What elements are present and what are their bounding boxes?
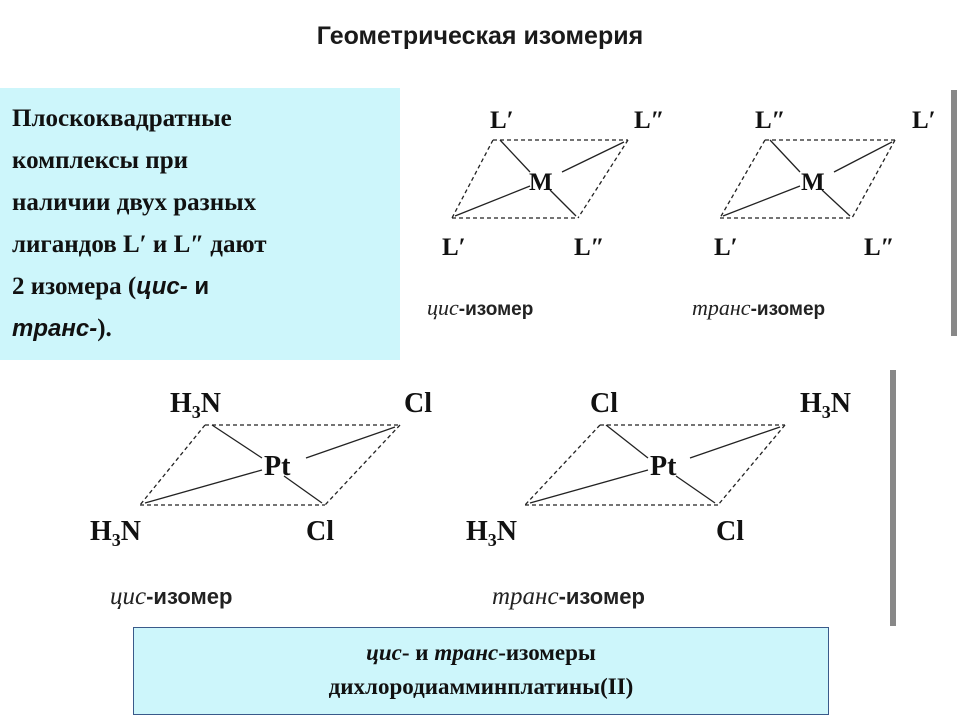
top-cis-top-left: L′ — [490, 107, 514, 134]
top-trans-label-bold: -изомер — [751, 299, 826, 320]
bond-bottom-right — [549, 189, 577, 217]
bond-top-right — [305, 426, 396, 459]
dashed-edge-left — [139, 424, 206, 506]
bond-top-left — [499, 139, 531, 173]
top-trans-diagram — [719, 139, 896, 219]
top-cis-diagram — [451, 139, 629, 219]
bottom-cis-bottom-left: H3N — [90, 516, 141, 550]
info-trans-word: транс- — [12, 315, 98, 342]
bond-bottom-right — [283, 475, 323, 504]
page-title: Геометрическая изомерия — [316, 22, 644, 50]
top-trans-bottom-left: L′ — [714, 234, 738, 261]
bottom-trans-top-left: Cl — [590, 388, 618, 419]
divider-bar-top — [951, 90, 957, 336]
info-line-5-pre: 2 изомера ( — [12, 273, 137, 300]
bond-bottom-left — [529, 469, 649, 504]
info-cis-word: цис- — [136, 273, 188, 300]
bond-bottom-left — [144, 469, 263, 504]
dashed-edge-right — [717, 424, 786, 506]
bottom-trans-top-right: H3N — [800, 388, 851, 422]
top-cis-isomer-label: цис-изомер — [427, 295, 533, 320]
top-cis-center: M — [529, 169, 553, 196]
top-trans-top-right: L′ — [912, 107, 936, 134]
top-cis-top-right: L″ — [634, 107, 664, 134]
bond-top-left — [211, 424, 263, 459]
caption-box: цис- и транс-изомеры дихлородиамминплати… — [133, 627, 829, 715]
top-cis-bottom-left: L′ — [442, 234, 466, 261]
caption-cis: цис — [366, 640, 402, 665]
info-line-6-end: ). — [97, 315, 112, 342]
info-line-4: лигандов L′ и L″ дают — [12, 231, 267, 258]
caption-end: -изомеры — [498, 640, 596, 665]
bond-bottom-right — [675, 475, 716, 504]
caption-mid: - и — [401, 640, 435, 665]
top-cis-label-italic: цис — [427, 295, 459, 320]
dashed-edge-left — [719, 139, 766, 219]
bond-top-right — [833, 141, 893, 173]
divider-bar-bottom — [890, 370, 896, 626]
bottom-cis-center: Pt — [264, 451, 291, 482]
top-cis-label-bold: -изомер — [459, 299, 534, 320]
bottom-trans-label-italic: транс — [492, 583, 559, 610]
info-line-3: наличии двух разных — [12, 189, 257, 216]
top-trans-top-left: L″ — [755, 107, 785, 134]
bond-top-right — [561, 141, 625, 173]
bottom-cis-top-right: Cl — [404, 388, 432, 419]
info-box: Плоскоквадратные комплексы при наличии д… — [0, 88, 400, 360]
dashed-edge-right — [851, 139, 896, 219]
bond-top-left — [605, 424, 649, 459]
bond-top-left — [769, 139, 801, 173]
bottom-trans-isomer-label: транс-изомер — [492, 583, 645, 610]
bottom-trans-bottom-right: Cl — [716, 516, 744, 547]
bottom-trans-center: Pt — [650, 451, 677, 482]
bond-bottom-left — [454, 185, 531, 217]
top-trans-isomer-label: транс-изомер — [692, 295, 825, 320]
bond-bottom-left — [722, 185, 801, 217]
bond-top-right — [689, 426, 781, 459]
bottom-cis-bottom-right: Cl — [306, 516, 334, 547]
top-cis-bottom-right: L″ — [574, 234, 604, 261]
info-line-1: Плоскоквадратные — [12, 105, 232, 132]
dashed-edge-right — [577, 139, 629, 219]
top-trans-bottom-right: L″ — [864, 234, 894, 261]
dashed-edge-right — [324, 424, 401, 506]
dashed-edge-left — [451, 139, 494, 219]
bottom-cis-top-left: H3N — [170, 388, 221, 422]
caption-line-2: дихлородиамминплатины(II) — [328, 674, 634, 699]
caption-line-1: цис- и транс-изомеры — [134, 636, 828, 670]
top-trans-label-italic: транс — [692, 295, 751, 320]
bottom-cis-diagram — [139, 424, 401, 506]
bottom-trans-diagram — [524, 424, 786, 506]
bottom-cis-label-bold: -изомер — [146, 584, 232, 609]
caption-trans: транс — [434, 640, 499, 665]
bottom-trans-label-bold: -изомер — [559, 584, 645, 609]
bottom-cis-label-italic: цис — [110, 583, 146, 610]
info-line-6: транс-). — [12, 308, 390, 350]
info-line-5: 2 изомера (цис- и — [12, 266, 390, 308]
top-trans-center: M — [801, 169, 825, 196]
bottom-cis-isomer-label: цис-изомер — [110, 583, 232, 610]
info-line-2: комплексы при — [12, 147, 189, 174]
bond-bottom-right — [821, 189, 851, 217]
bottom-trans-bottom-left: H3N — [466, 516, 517, 550]
info-and-word: и — [187, 273, 210, 300]
dashed-edge-left — [524, 424, 601, 506]
